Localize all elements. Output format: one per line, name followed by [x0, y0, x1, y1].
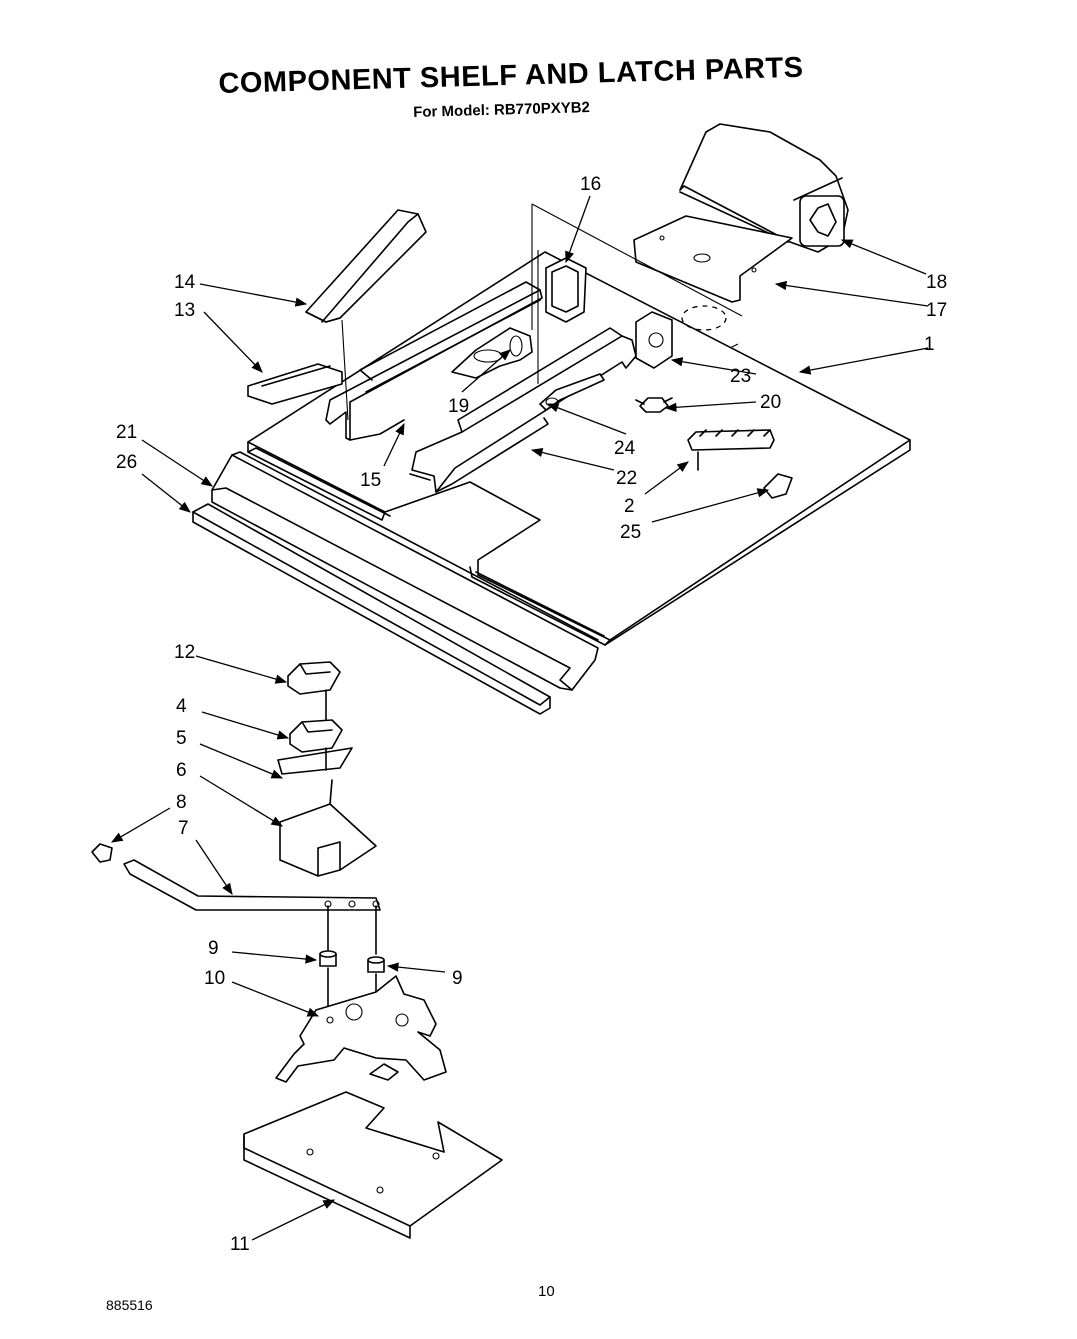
callout-15: 15	[360, 470, 381, 491]
callout-20: 20	[760, 392, 781, 413]
callout-24: 24	[614, 438, 636, 459]
bracket-15	[325, 281, 543, 441]
callout-23: 23	[730, 366, 751, 387]
rail-21	[211, 451, 599, 691]
insulator-5	[277, 747, 353, 775]
duct-14	[305, 209, 427, 323]
blower-18	[679, 123, 849, 253]
callout-21: 21	[116, 422, 137, 443]
bracket-22	[409, 327, 637, 493]
callout-12: 12	[174, 642, 195, 663]
latch-10	[275, 975, 447, 1083]
callout-labels: 1 2 4 5 6 7 8 9 9 10 11 12 13 14 15 16 1…	[116, 174, 947, 1255]
callout-17: 17	[926, 300, 947, 321]
callout-4: 4	[176, 696, 187, 717]
callout-18: 18	[926, 272, 947, 293]
bracket-24	[539, 373, 605, 411]
rail-26	[192, 503, 551, 715]
hole-outline	[681, 305, 727, 331]
callout-26: 26	[116, 452, 137, 473]
callout-14: 14	[174, 272, 196, 293]
callout-1: 1	[924, 334, 935, 355]
callout-9-right: 9	[452, 968, 463, 989]
callout-9-left: 9	[208, 938, 219, 959]
switch-12	[287, 661, 341, 721]
terminal-block-2	[687, 429, 775, 471]
page-number: 10	[538, 1283, 555, 1300]
bracket-16	[545, 257, 587, 323]
callout-11: 11	[230, 1234, 250, 1255]
leader-lines	[110, 195, 929, 1241]
callout-25: 25	[620, 522, 641, 543]
callout-8: 8	[176, 792, 187, 813]
component-shelf	[247, 251, 911, 646]
switch-4	[289, 719, 343, 753]
bracket-23	[635, 311, 673, 369]
lever-7	[123, 859, 381, 955]
callout-2: 2	[624, 496, 635, 517]
block-8	[91, 843, 113, 863]
plate-11	[243, 1091, 503, 1239]
callout-7: 7	[178, 818, 189, 839]
callout-19: 19	[448, 396, 469, 417]
bracket-6	[279, 779, 377, 877]
callout-13: 13	[174, 300, 195, 321]
callout-5: 5	[176, 728, 187, 749]
clip-25	[763, 473, 793, 499]
strip-13	[247, 363, 343, 405]
callout-6: 6	[176, 760, 187, 781]
callout-22: 22	[616, 468, 637, 489]
callout-10: 10	[204, 968, 225, 989]
spacer-9-left	[319, 950, 337, 967]
callout-16: 16	[580, 174, 601, 195]
plate-17	[633, 215, 793, 303]
document-number: 885516	[106, 1297, 153, 1313]
